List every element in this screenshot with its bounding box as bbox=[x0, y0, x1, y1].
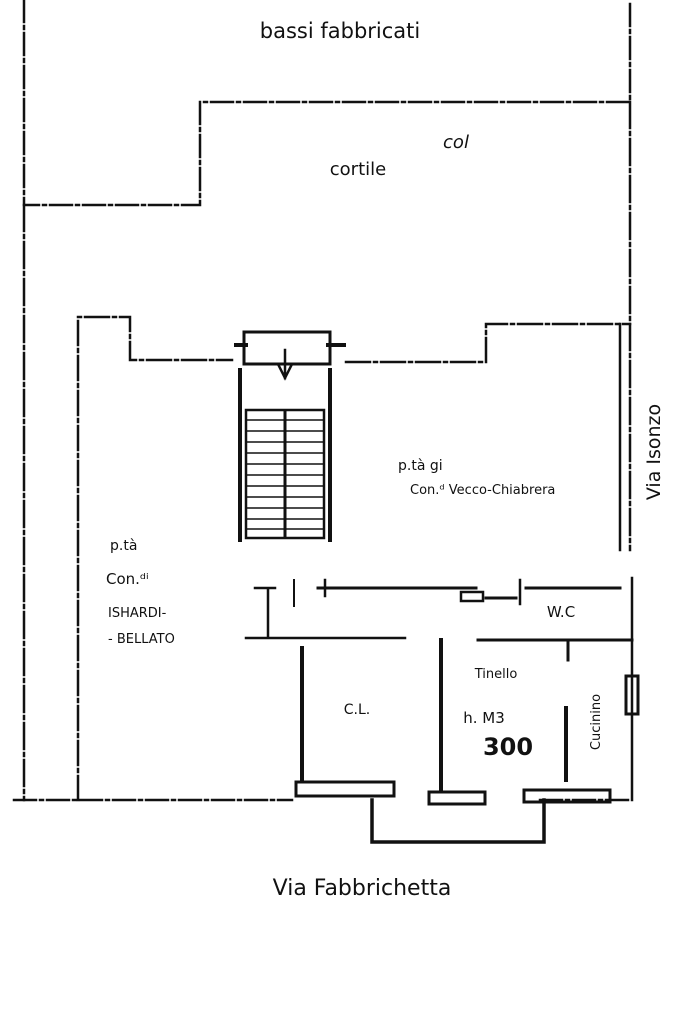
camera-letto-label: C.L. bbox=[344, 702, 370, 718]
tinello-label: Tinello bbox=[474, 667, 518, 682]
upper-corridor-wall bbox=[316, 586, 622, 600]
wc-door bbox=[459, 590, 485, 603]
left-owner-line4: - BELLATO bbox=[108, 632, 175, 647]
right-owner-line2: Con.ᵈ Vecco-Chiabrera bbox=[410, 483, 555, 498]
wc-label: W.C bbox=[547, 603, 575, 621]
building-outline bbox=[76, 315, 632, 802]
left-owner-line1: p.tà bbox=[110, 538, 137, 554]
stair-direction-arrow bbox=[277, 348, 293, 381]
apartment-walls bbox=[244, 576, 640, 844]
outbuildings-label: bassi fabbricati bbox=[260, 19, 420, 43]
left-building-wall bbox=[76, 315, 234, 802]
interior-partitions bbox=[300, 638, 568, 792]
stair-walls bbox=[234, 343, 346, 542]
left-owner-line3: ISHARDI- bbox=[108, 606, 167, 621]
courtyard-label: cortile bbox=[330, 159, 386, 180]
height-value: 300 bbox=[483, 733, 533, 761]
balcony bbox=[370, 798, 546, 844]
stair-core bbox=[234, 330, 346, 542]
corridor-jambs bbox=[323, 576, 634, 802]
stair-treads bbox=[244, 408, 326, 540]
side-window bbox=[624, 674, 640, 716]
entry-wall bbox=[244, 586, 407, 640]
rear-building-wall bbox=[344, 322, 632, 364]
stair-landing bbox=[242, 330, 332, 366]
cucinino-label: Cucinino bbox=[589, 694, 604, 750]
outbuildings-boundary bbox=[22, 0, 632, 207]
scribble-mark: col bbox=[443, 132, 469, 153]
height-label: h. M3 bbox=[463, 709, 505, 727]
cl-window-balcony bbox=[294, 780, 396, 798]
cucinino-window bbox=[522, 788, 612, 804]
street-right-label: Via Isonzo bbox=[643, 404, 665, 500]
left-owner-line2: Con.ᵈⁱ bbox=[106, 570, 149, 588]
street-bottom-label: Via Fabbrichetta bbox=[273, 876, 452, 901]
tinello-window bbox=[427, 790, 487, 806]
right-owner-line1: p.tà gi bbox=[398, 458, 443, 474]
site-boundaries bbox=[12, 0, 634, 802]
